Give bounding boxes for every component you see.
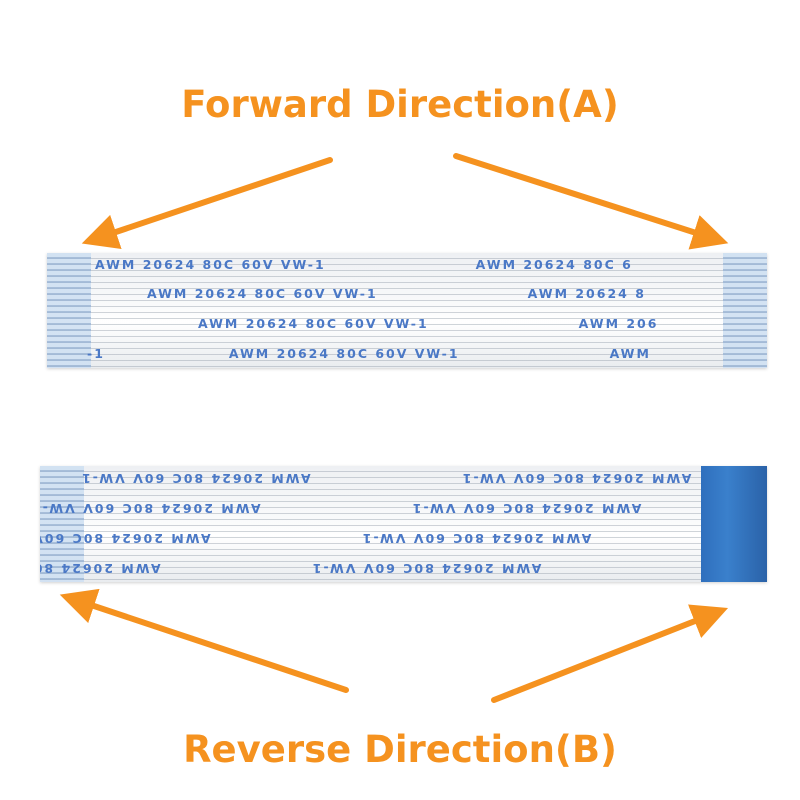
cable-print-row: AWM 20624 80C 60V VW-1 AWM 20624 80C 6 [95,257,633,272]
cable-print-row: -1 AWM 20624 80C 60V VW-1 AWM [87,346,651,361]
arrow-a-left [81,157,333,250]
arrow-b-right [491,604,729,703]
cable-conductors [47,253,767,368]
cable-conductors [40,466,767,582]
arrow-b-left [59,588,349,693]
cable-print-text: AWM 20624 80C 60V VW-1 [95,257,326,272]
cable-print-text: AWM 20624 80C 60V VW-1 [410,501,642,516]
cable-contact-left [47,253,91,368]
cable-print-text: AWM 206 [578,316,659,331]
cable-print-text: AWM 20624 8 [527,286,646,301]
cable-print-text: AWM 20624 80C 60V VW-1 [40,501,261,516]
cable-print-text: AWM 20624 80C 60V VW-1 [40,531,211,546]
reverse-direction-heading: Reverse Direction(B) [183,728,617,771]
arrow-a-right [453,153,729,250]
cable-print-text: -1 [87,346,105,361]
flat-flex-cable-reverse: AWM 20624 80C 60V VW-1AWM 20624 80C 60V … [40,466,767,582]
flat-flex-cable-forward: AWM 20624 80C 60V VW-1 AWM 20624 80C 6 AW… [47,253,767,368]
cable-print-row: AWM 20624 80C 60V VW-1 AWM 20624 80C 60V … [40,531,591,546]
cable-print-row: AWM 20624 80C 60V VW-1 AWM 20624 80C 60V … [80,471,691,486]
cable-print-row: AWM 20624 80C 60V VW-1 AWM 20624 80C 60V … [40,501,641,516]
cable-print-text: AWM 20624 80C 60V VW-1 [198,316,429,331]
cable-print-text: AWM 20624 80C 60V VW-1 [80,471,311,486]
cable-contact-left [40,466,84,582]
cable-print-text: AWM [609,346,651,361]
cable-print-row: AWM 20624 80C 60V VW-1 AWM 20624 8 [147,286,646,301]
cable-contact-right [723,253,767,368]
cable-print-text: AWM 20624 80C 60V VW-1 [360,531,592,546]
cable-print-text: AWM 20624 80C 60V VW-1 [147,286,378,301]
cable-print-text: AWM 20624 80C 6 [475,257,633,272]
cable-print-text: AWM 20624 80C 60V VW-1 [460,471,692,486]
cable-print-text: AWM 20624 80C 60V VW-1 [310,561,542,576]
cable-print-row: AWM 20624 80C 60V VW-1 AWM 206 [198,316,658,331]
cable-print-row: AWM 20624 80C 60V VW-1 AWM 20624 80C 60V … [40,561,541,576]
forward-direction-heading: Forward Direction(A) [181,83,619,126]
cable-stiffener-blue [701,466,767,582]
cable-print-text: AWM 20624 80C 60V VW-1 [228,346,460,361]
cable-print-text: AWM 20624 80C 60V VW-1 [40,561,161,576]
